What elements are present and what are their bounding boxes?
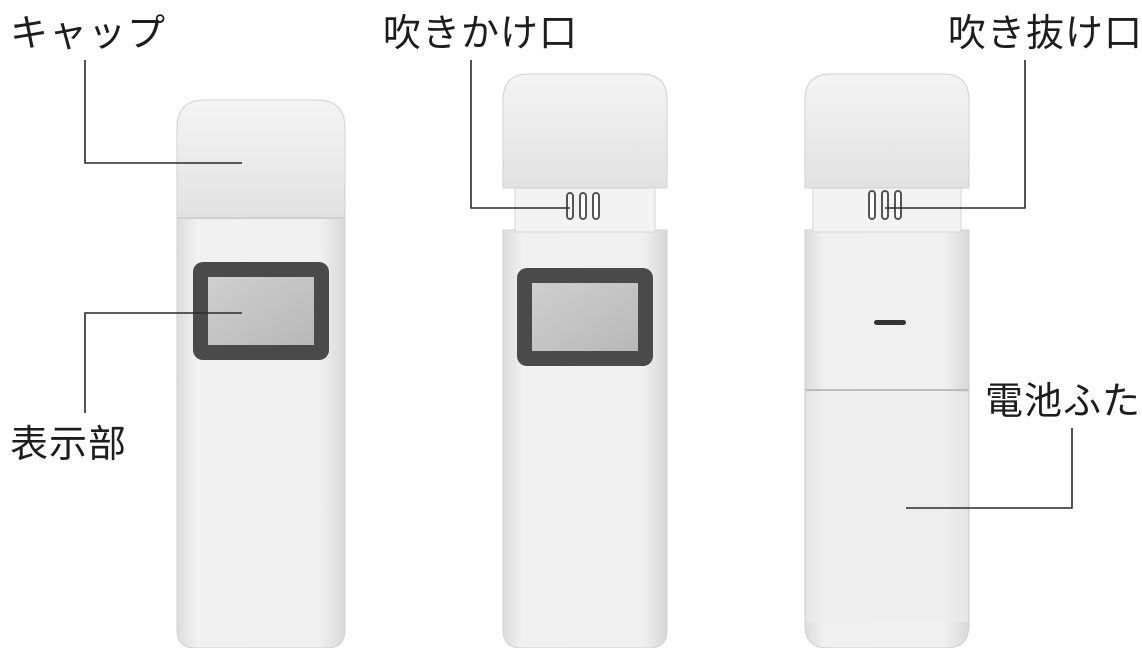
cap — [176, 99, 346, 219]
device-back — [804, 73, 970, 648]
leader-line-blow-out — [885, 60, 1026, 209]
leader-line-cap — [84, 60, 242, 164]
leader-line-blow-in — [470, 60, 570, 209]
cap — [502, 73, 668, 189]
label-cap: キャップ — [10, 11, 167, 55]
label-blow-in: 吹きかけ口 — [383, 11, 579, 55]
label-display: 表示部 — [10, 422, 128, 466]
leader-line-display — [84, 312, 242, 413]
leader-line-battery-cover — [906, 428, 1073, 509]
display-screen — [208, 277, 314, 345]
blow-out-slots — [868, 190, 902, 220]
cap — [804, 73, 970, 189]
display-screen — [532, 283, 638, 351]
label-blow-out: 吹き抜け口 — [948, 11, 1142, 55]
blow-in-slots — [566, 192, 600, 220]
label-battery-cover: 電池ふた — [985, 379, 1142, 423]
battery-cover — [806, 392, 968, 622]
back-slot — [874, 320, 906, 325]
device-front-cap-on — [176, 99, 346, 648]
leader-lines — [84, 60, 1073, 509]
device-front-cap-open — [502, 73, 668, 648]
